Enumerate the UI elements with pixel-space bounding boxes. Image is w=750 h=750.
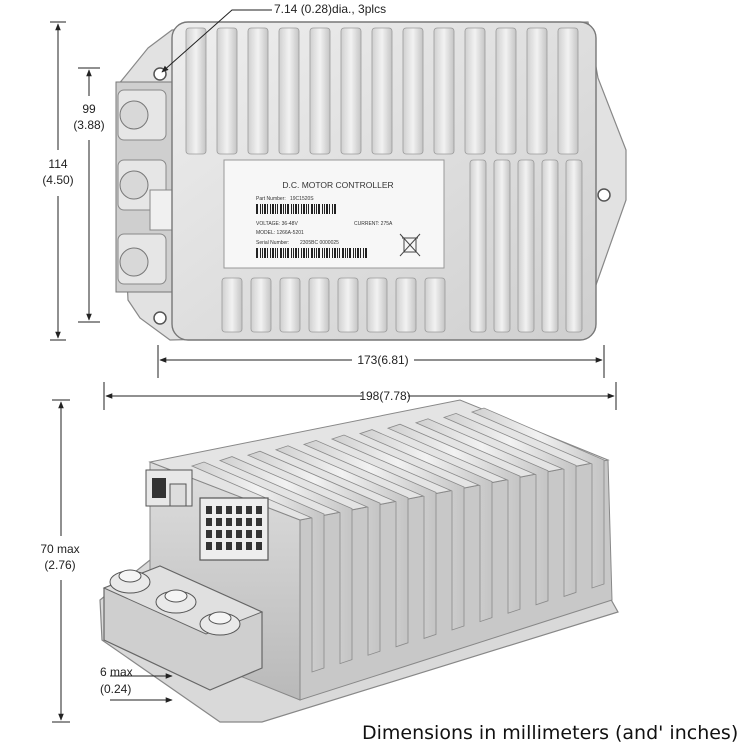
cooling-fin bbox=[190, 461, 325, 673]
cooling-fin bbox=[464, 27, 486, 155]
mounting-hole bbox=[597, 188, 611, 202]
cooling-fin bbox=[565, 159, 583, 333]
cooling-fin bbox=[395, 277, 417, 333]
label-voltage: VOLTAGE: 36-48V bbox=[256, 221, 298, 227]
dimension-lines-top bbox=[50, 9, 617, 410]
cooling-fin bbox=[340, 27, 362, 155]
top-view: D.C. MOTOR CONTROLLER Part Number: 19C15… bbox=[115, 21, 627, 341]
aux-connector bbox=[145, 469, 193, 507]
cooling-fin bbox=[185, 27, 207, 155]
mounting-hole bbox=[153, 311, 167, 325]
cooling-fin bbox=[402, 27, 424, 155]
cooling-fin bbox=[469, 159, 487, 333]
cooling-fin bbox=[302, 439, 437, 639]
terminal-bolt bbox=[199, 611, 241, 636]
terminal-bolt bbox=[155, 589, 197, 614]
cooling-fin bbox=[308, 277, 330, 333]
cooling-fin bbox=[330, 434, 465, 631]
dim-width-outer: 198(7.78) bbox=[359, 389, 410, 403]
dim-depth-in: (2.76) bbox=[44, 558, 75, 572]
hole-callout: 7.14 (0.28)dia., 3plcs bbox=[274, 2, 386, 16]
dimension-lines-perspective bbox=[52, 399, 173, 723]
dim-flange-mm: 6 max bbox=[100, 665, 133, 679]
cooling-fin bbox=[470, 407, 605, 589]
label-part-number-value: 19C1520S bbox=[290, 196, 314, 202]
dim-depth-mm: 70 max bbox=[40, 542, 79, 556]
cooling-fin bbox=[371, 27, 393, 155]
cooling-fin bbox=[557, 27, 579, 155]
cooling-fin bbox=[247, 27, 269, 155]
cooling-fins-top bbox=[185, 27, 583, 333]
cooling-fin bbox=[216, 27, 238, 155]
cooling-fin bbox=[278, 27, 300, 155]
cooling-fin bbox=[386, 423, 521, 614]
label-part-number-key: Part Number: bbox=[256, 196, 286, 202]
product-label: D.C. MOTOR CONTROLLER Part Number: 19C15… bbox=[223, 159, 445, 269]
cooling-fin bbox=[337, 277, 359, 333]
dim-height-outer-in: (4.50) bbox=[42, 173, 73, 187]
label-title: D.C. MOTOR CONTROLLER bbox=[282, 180, 393, 190]
cooling-fin bbox=[495, 27, 517, 155]
cooling-fin bbox=[250, 277, 272, 333]
perspective-view bbox=[99, 399, 619, 723]
cooling-fin bbox=[433, 27, 455, 155]
cooling-fin bbox=[221, 277, 243, 333]
cooling-fin bbox=[442, 412, 577, 597]
dim-height-inner-mm: 99 bbox=[82, 102, 96, 116]
label-current: CURRENT: 275A bbox=[354, 221, 393, 227]
dim-height-outer-mm: 114 bbox=[48, 157, 67, 171]
label-serial-key: Serial Number: bbox=[256, 240, 289, 246]
label-model: MODEL: 1266A-5201 bbox=[256, 230, 304, 236]
cooling-fin bbox=[517, 159, 535, 333]
caption: Dimensions in millimeters (and' inches) bbox=[362, 722, 739, 744]
cooling-fin bbox=[274, 445, 409, 648]
cooling-fin bbox=[424, 277, 446, 333]
cooling-fin bbox=[218, 456, 353, 665]
dim-height-inner-in: (3.88) bbox=[73, 118, 104, 132]
terminal-strip bbox=[115, 81, 173, 293]
dim-width-inner: 173(6.81) bbox=[357, 353, 408, 367]
cooling-fin bbox=[414, 418, 549, 606]
cooling-fins-perspective bbox=[190, 407, 605, 673]
control-connector bbox=[199, 497, 269, 561]
cooling-fin bbox=[526, 27, 548, 155]
power-terminal-block bbox=[102, 565, 264, 691]
cooling-fin bbox=[246, 450, 381, 656]
barcode bbox=[256, 248, 367, 258]
terminal-bolt bbox=[109, 569, 151, 594]
barcode bbox=[256, 204, 336, 214]
weee-bin-icon bbox=[399, 233, 421, 257]
cooling-fin bbox=[358, 429, 493, 623]
label-serial-value: 2305BC 0000025 bbox=[300, 240, 339, 246]
cooling-fin bbox=[541, 159, 559, 333]
cooling-fin bbox=[366, 277, 388, 333]
cooling-fin bbox=[279, 277, 301, 333]
cooling-fin bbox=[493, 159, 511, 333]
cooling-fin bbox=[309, 27, 331, 155]
dim-flange-in: (0.24) bbox=[100, 682, 131, 696]
